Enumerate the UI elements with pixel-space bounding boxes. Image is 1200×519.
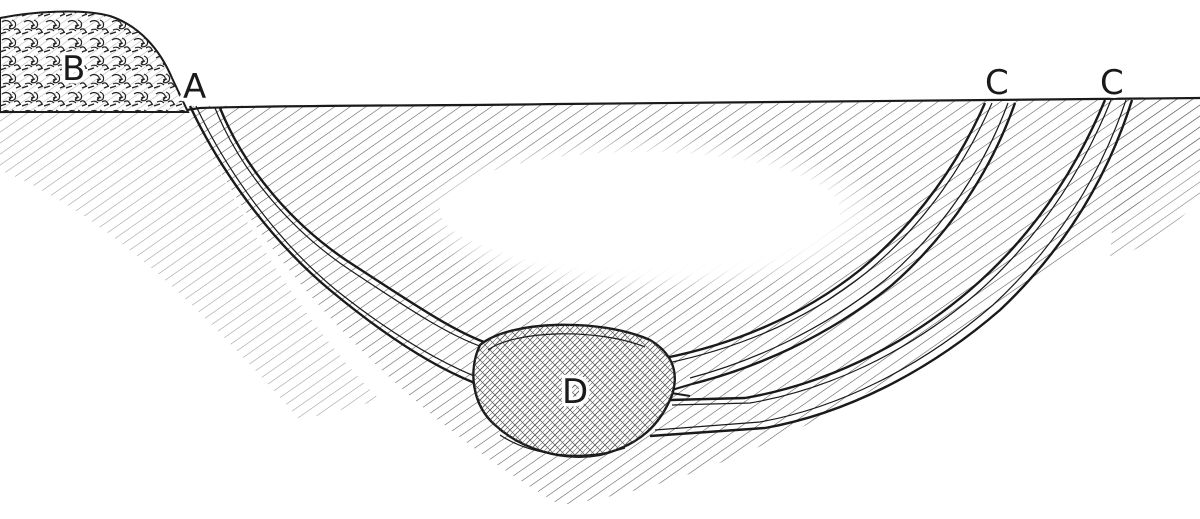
label-b-halo: B [62, 49, 85, 89]
label-b: B [62, 49, 85, 89]
ground-body [0, 98, 1200, 505]
labels: B B A A C C C C D D [59, 46, 1128, 416]
tunnel-right-outer [649, 99, 1134, 438]
label-a: A [183, 67, 206, 107]
ground-surface-line [0, 96, 1200, 114]
label-c-right: C [1100, 63, 1124, 103]
label-c-left: C [985, 63, 1009, 103]
label-a-halo: A [183, 67, 206, 107]
label-c-right-halo: C [1100, 63, 1124, 103]
label-c-left-halo: C [985, 63, 1009, 103]
label-d-halo: D [562, 372, 588, 412]
rubble-mound [0, 10, 190, 113]
label-d: D [562, 372, 588, 412]
chamber-d [472, 323, 676, 459]
